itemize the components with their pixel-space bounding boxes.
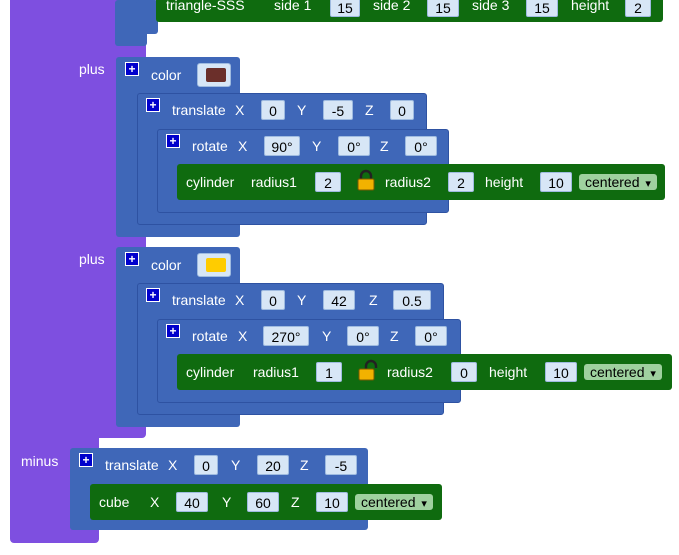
plus2-rotate-x-label: X bbox=[238, 328, 248, 344]
plus2-height-field[interactable]: 10 bbox=[545, 362, 577, 382]
cube-y-label: Y bbox=[222, 494, 232, 510]
minus-translate-x-field[interactable]: 0 bbox=[194, 455, 218, 475]
cube-centered-value: centered bbox=[361, 494, 416, 510]
plus1-color-picker[interactable] bbox=[197, 63, 231, 87]
plus2-rotate-plus-icon[interactable]: + bbox=[166, 324, 180, 338]
side3-label: side 3 bbox=[472, 0, 510, 13]
plus2-translate-z-field[interactable]: 0.5 bbox=[393, 290, 431, 310]
plus1-translate-x-label: X bbox=[235, 102, 245, 118]
chevron-down-icon: ▾ bbox=[421, 498, 427, 510]
cube-x-label: X bbox=[150, 494, 160, 510]
chevron-down-icon: ▾ bbox=[645, 178, 651, 190]
plus2-rotate-y-field[interactable]: 0° bbox=[347, 326, 379, 346]
cube-x-field[interactable]: 40 bbox=[176, 492, 208, 512]
plus1-rotate-y-label: Y bbox=[312, 138, 322, 154]
plus2-radius2-label: radius2 bbox=[387, 364, 433, 380]
plus2-radius2-field[interactable]: 0 bbox=[451, 362, 477, 382]
plus1-translate-plus-icon[interactable]: + bbox=[146, 98, 160, 112]
plus2-radius1-label: radius1 bbox=[253, 364, 299, 380]
plus2-rotate-x-field[interactable]: 270° bbox=[263, 326, 309, 346]
plus1-translate-z-label: Z bbox=[365, 102, 374, 118]
triangle-label: triangle-SSS bbox=[166, 0, 245, 13]
lock-open-icon[interactable] bbox=[358, 359, 378, 381]
plus1-translate-y-field[interactable]: -5 bbox=[323, 100, 353, 120]
plus2-color-swatch bbox=[206, 258, 226, 272]
plus1-rotate-label: rotate bbox=[192, 138, 228, 154]
plus1-rotate-plus-icon[interactable]: + bbox=[166, 134, 180, 148]
plus1-rotate-x-label: X bbox=[238, 138, 248, 154]
minus-translate-label: translate bbox=[105, 457, 159, 473]
plus1-color-swatch bbox=[206, 68, 226, 82]
plus1-rotate-y-field[interactable]: 0° bbox=[338, 136, 370, 156]
side1-field[interactable]: 15 bbox=[330, 0, 360, 17]
height-field[interactable]: 2 bbox=[625, 0, 651, 17]
lock-closed-icon[interactable] bbox=[356, 169, 376, 191]
plus2-color-plus-icon[interactable]: + bbox=[125, 252, 139, 266]
plus2-translate-y-label: Y bbox=[297, 292, 307, 308]
plus1-height-label: height bbox=[485, 174, 524, 190]
plus2-color-picker[interactable] bbox=[197, 253, 231, 277]
plus2-color-label: color bbox=[151, 257, 182, 273]
height-label: height bbox=[571, 0, 610, 13]
plus2-translate-y-field[interactable]: 42 bbox=[323, 290, 355, 310]
plus1-label: plus bbox=[79, 61, 105, 77]
cube-centered-dropdown[interactable]: centered ▾ bbox=[355, 494, 433, 510]
side1-label: side 1 bbox=[274, 0, 312, 13]
minus-translate-z-label: Z bbox=[300, 457, 309, 473]
side3-field[interactable]: 15 bbox=[526, 0, 558, 17]
plus1-translate-x-field[interactable]: 0 bbox=[261, 100, 285, 120]
plus1-centered-value: centered bbox=[585, 174, 640, 190]
plus1-translate-y-label: Y bbox=[297, 102, 307, 118]
plus1-rotate-x-field[interactable]: 90° bbox=[264, 136, 300, 156]
cube-label: cube bbox=[99, 494, 130, 510]
plus2-translate-plus-icon[interactable]: + bbox=[146, 288, 160, 302]
plus2-cylinder-label: cylinder bbox=[186, 364, 235, 380]
minus-translate-x-label: X bbox=[168, 457, 178, 473]
plus2-translate-label: translate bbox=[172, 292, 226, 308]
plus2-rotate-label: rotate bbox=[192, 328, 228, 344]
minus-translate-y-field[interactable]: 20 bbox=[257, 455, 289, 475]
plus2-centered-value: centered bbox=[590, 364, 645, 380]
minus-translate-plus-icon[interactable]: + bbox=[79, 453, 93, 467]
plus1-radius1-field[interactable]: 2 bbox=[315, 172, 341, 192]
cube-y-field[interactable]: 60 bbox=[247, 492, 279, 512]
plus2-centered-dropdown[interactable]: centered ▾ bbox=[584, 364, 662, 380]
cube-z-field[interactable]: 10 bbox=[316, 492, 348, 512]
plus1-radius2-field[interactable]: 2 bbox=[448, 172, 474, 192]
plus2-label: plus bbox=[79, 251, 105, 267]
plus2-rotate-y-label: Y bbox=[322, 328, 332, 344]
minus-translate-z-field[interactable]: -5 bbox=[325, 455, 357, 475]
plus1-radius1-label: radius1 bbox=[251, 174, 297, 190]
side2-field[interactable]: 15 bbox=[427, 0, 459, 17]
plus1-color-plus-icon[interactable]: + bbox=[125, 62, 139, 76]
plus2-radius1-field[interactable]: 1 bbox=[316, 362, 342, 382]
plus1-radius2-label: radius2 bbox=[385, 174, 431, 190]
plus2-height-label: height bbox=[489, 364, 528, 380]
plus2-translate-z-label: Z bbox=[369, 292, 378, 308]
plus2-rotate-z-label: Z bbox=[390, 328, 399, 344]
plus2-translate-x-field[interactable]: 0 bbox=[261, 290, 285, 310]
side2-label: side 2 bbox=[373, 0, 411, 13]
minus-translate-y-label: Y bbox=[231, 457, 241, 473]
plus1-translate-label: translate bbox=[172, 102, 226, 118]
chevron-down-icon: ▾ bbox=[650, 368, 656, 380]
plus1-height-field[interactable]: 10 bbox=[540, 172, 572, 192]
plus1-rotate-z-label: Z bbox=[380, 138, 389, 154]
plus1-rotate-z-field[interactable]: 0° bbox=[405, 136, 437, 156]
plus1-cylinder-label: cylinder bbox=[186, 174, 235, 190]
plus2-rotate-z-field[interactable]: 0° bbox=[415, 326, 447, 346]
plus1-centered-dropdown[interactable]: centered ▾ bbox=[579, 174, 657, 190]
plus1-translate-z-field[interactable]: 0 bbox=[390, 100, 414, 120]
minus-label: minus bbox=[21, 453, 59, 469]
top-rotate-block[interactable] bbox=[136, 0, 158, 34]
plus1-color-label: color bbox=[151, 67, 182, 83]
plus2-translate-x-label: X bbox=[235, 292, 245, 308]
cube-z-label: Z bbox=[291, 494, 300, 510]
